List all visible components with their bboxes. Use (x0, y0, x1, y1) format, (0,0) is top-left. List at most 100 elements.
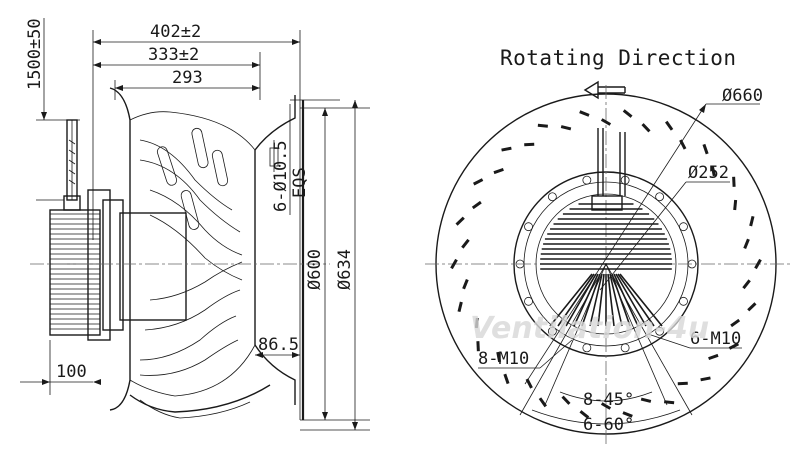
mount-lug (524, 222, 533, 232)
mount-lug (655, 192, 665, 202)
blade-slot (749, 215, 755, 227)
blade-slot (677, 381, 688, 386)
mount-lug (620, 343, 630, 353)
dim-diameter-inner: Ø600 (305, 249, 325, 290)
diameter-leaders (524, 103, 760, 385)
dim-depth-3: 293 (172, 68, 203, 88)
blade-slot (474, 317, 479, 329)
blade-slot (679, 139, 687, 150)
blade-slot (525, 378, 533, 389)
blade-slot (493, 167, 504, 175)
dim-cable-length: 1500±50 (25, 18, 45, 90)
dim-overall-depth: 402±2 (150, 22, 201, 42)
motor-mount-lugs (515, 175, 697, 353)
dim-impeller-diameter: Ø660 (722, 86, 763, 106)
motor-block (49, 189, 187, 341)
rotating-direction-title: Rotating Direction (500, 46, 737, 70)
dim-motor-diameter: Ø252 (688, 163, 729, 183)
blade-slot (462, 279, 469, 290)
blade-slots (450, 109, 762, 419)
side-view: 1500±50 402±2 333±2 293 6-Ø10.5 EQS Ø600… (20, 18, 370, 431)
grille-bar (549, 273, 593, 327)
blade-slot (560, 125, 572, 131)
dim-holes-right: 6-M10 (690, 329, 741, 349)
mount-lug (679, 296, 688, 306)
blade-slot (600, 402, 612, 410)
blade-slot (524, 142, 535, 147)
dim-motor-offset: 100 (56, 362, 87, 382)
blade-slot (700, 376, 711, 382)
blade-slot (743, 238, 750, 249)
cable-dimension (36, 18, 80, 201)
dim-angle-large: 6-60° (583, 415, 634, 435)
bolt-hole-leaders (478, 333, 742, 369)
blade-slot (641, 123, 651, 133)
blade-slot (476, 341, 480, 352)
blade-slot (503, 373, 510, 385)
motor-offset-dimension (20, 340, 101, 395)
grille-bar (611, 273, 631, 327)
blade-slot (538, 397, 547, 408)
mount-lug (524, 296, 533, 306)
mount-lug (655, 326, 665, 336)
mount-lug (582, 175, 592, 185)
grille-bar (597, 273, 605, 327)
blade-slot (754, 258, 762, 270)
blade-slot (708, 353, 719, 361)
mount-lug (547, 326, 557, 336)
blade-slot (461, 238, 470, 249)
cable-assembly (63, 119, 81, 211)
watermark: Ventilation-4u (470, 311, 709, 346)
grille-bar (573, 273, 599, 327)
blade-slot (665, 120, 674, 131)
grille-bar (613, 273, 639, 327)
blade-slot (455, 216, 465, 226)
blade-slot (622, 411, 633, 418)
inlet-plate (269, 100, 305, 420)
dim-diameter-outer: Ø634 (335, 249, 355, 290)
grille-bar (607, 273, 615, 327)
blade-slot (742, 279, 751, 290)
grille-bar (581, 273, 601, 327)
grille-bar (609, 273, 623, 327)
left-arrow-icon (583, 80, 626, 100)
blade-slot (640, 397, 652, 403)
grille-bar (565, 273, 597, 327)
inlet-offset-dimension (255, 352, 300, 358)
blade-slot (710, 165, 716, 177)
dim-depth-2: 333±2 (148, 45, 199, 65)
mount-lug (687, 259, 697, 269)
blade-slot (622, 109, 633, 118)
blade-slot (730, 318, 741, 328)
grille-bar (617, 273, 655, 327)
blade-slot (747, 302, 757, 312)
blade-slot (579, 410, 590, 419)
dimension-lines-right (289, 99, 370, 431)
blade-slot (732, 176, 736, 187)
mount-lug (582, 343, 592, 353)
mount-lug (515, 259, 525, 269)
grille-bar (615, 273, 647, 327)
dimension-lines-top (92, 30, 301, 240)
dim-eqs: EQS (290, 167, 310, 198)
blade-slot (579, 110, 590, 117)
dim-holes-left: 8-M10 (478, 349, 529, 369)
terminal-box (591, 128, 626, 211)
grille-bar (589, 273, 603, 327)
blade-slot (561, 395, 571, 405)
grille-bar (557, 273, 595, 327)
blade-slot (733, 199, 738, 211)
impeller-side (109, 87, 296, 419)
dim-inlet-offset: 86.5 (258, 335, 299, 355)
blade-slot (496, 351, 502, 363)
mount-lug (547, 192, 557, 202)
motor-grille (540, 203, 672, 327)
dim-mount-holes: 6-Ø10.5 (271, 140, 291, 212)
blade-slot (471, 200, 482, 210)
mount-lug (679, 222, 688, 232)
blade-slot (472, 178, 484, 186)
blade-slot (501, 146, 512, 152)
blade-slot (702, 143, 709, 155)
